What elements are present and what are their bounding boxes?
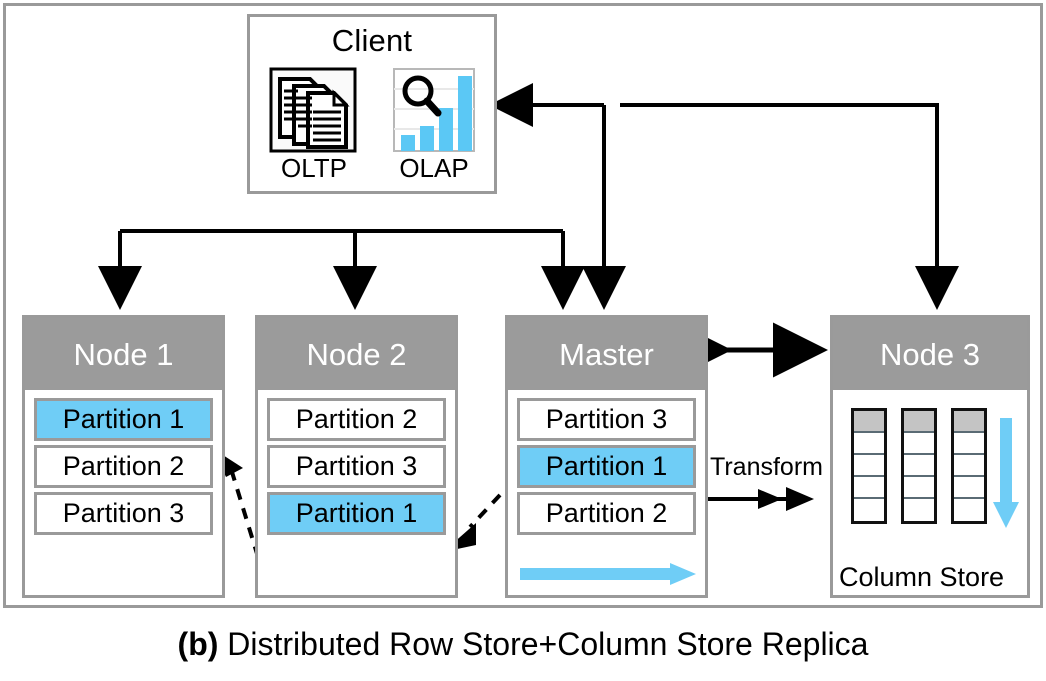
column-cell-header: [854, 411, 884, 433]
column-cell: [954, 455, 984, 477]
node-partitions: Partition 1 Partition 2 Partition 3: [25, 390, 222, 535]
node-header: Node 2: [258, 318, 455, 390]
caption-prefix: (b): [177, 626, 219, 662]
node-header: Node 3: [833, 318, 1027, 390]
partition-row[interactable]: Partition 1: [517, 445, 696, 488]
partition-row[interactable]: Partition 2: [34, 445, 213, 488]
node-header: Master: [508, 318, 705, 390]
column-cell: [854, 433, 884, 455]
workload-olap[interactable]: OLAP: [382, 67, 486, 185]
node-header: Node 1: [25, 318, 222, 390]
column-flow-arrow-icon: [993, 418, 1019, 528]
column-cell: [954, 499, 984, 521]
workload-label: OLTP: [281, 153, 347, 183]
column-cell: [904, 499, 934, 521]
node-partitions: Partition 2 Partition 3 Partition 1: [258, 390, 455, 535]
figure-caption: (b) Distributed Row Store+Column Store R…: [0, 628, 1046, 660]
column-cell: [904, 433, 934, 455]
client-title: Client: [331, 23, 413, 58]
client-workloads: OLTP: [262, 67, 486, 185]
node-box-node2[interactable]: Node 2 Partition 2 Partition 3 Partition…: [255, 315, 458, 598]
partition-row[interactable]: Partition 3: [267, 445, 446, 488]
column-store-label: Column Store: [839, 562, 1005, 592]
column-blocks: [851, 408, 987, 524]
column-block: [951, 408, 987, 524]
column-cell: [954, 477, 984, 499]
workload-label: OLAP: [399, 153, 469, 183]
column-store-diagram: [845, 408, 1021, 546]
column-cell-header: [904, 411, 934, 433]
partition-row[interactable]: Partition 3: [517, 398, 696, 441]
node-box-master[interactable]: Master Partition 3 Partition 1 Partition…: [505, 315, 708, 598]
partition-row[interactable]: Partition 2: [267, 398, 446, 441]
partition-row[interactable]: Partition 2: [517, 492, 696, 535]
node-box-node3[interactable]: Node 3: [830, 315, 1030, 598]
partition-row[interactable]: Partition 3: [34, 492, 213, 535]
workload-oltp[interactable]: OLTP: [262, 67, 366, 185]
column-block: [901, 408, 937, 524]
column-block: [851, 408, 887, 524]
column-cell: [954, 433, 984, 455]
bar-chart-magnifier-icon: [388, 67, 480, 153]
column-cell: [854, 499, 884, 521]
column-cell: [904, 455, 934, 477]
column-cell-header: [954, 411, 984, 433]
row-flow-arrow-icon: [520, 563, 696, 585]
documents-stack-icon: [268, 67, 360, 153]
column-cell: [854, 477, 884, 499]
column-cell: [904, 477, 934, 499]
client-box: Client OL: [247, 14, 497, 194]
transform-label: Transform: [710, 453, 823, 481]
node-partitions: Partition 3 Partition 1 Partition 2: [508, 390, 705, 535]
partition-row[interactable]: Partition 1: [267, 492, 446, 535]
column-cell: [854, 455, 884, 477]
node-box-node1[interactable]: Node 1 Partition 1 Partition 2 Partition…: [22, 315, 225, 598]
caption-text: Distributed Row Store+Column Store Repli…: [227, 626, 869, 662]
partition-row[interactable]: Partition 1: [34, 398, 213, 441]
